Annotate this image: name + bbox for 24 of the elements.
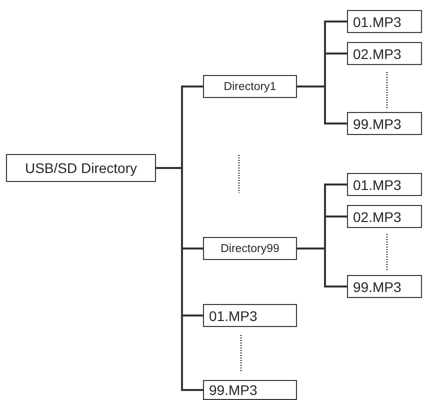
file-box <box>347 10 422 33</box>
node-label: 99.MP3 <box>353 278 402 294</box>
node-label: 99.MP3 <box>353 116 402 132</box>
file-box <box>347 112 422 135</box>
node-label: 02.MP3 <box>353 208 402 224</box>
connector-line <box>156 167 203 391</box>
node-label: 02.MP3 <box>353 46 402 62</box>
connector-line <box>297 86 347 124</box>
node-label: Directory99 <box>220 242 280 254</box>
node-label: USB/SD Directory <box>24 160 138 176</box>
node-label: 01.MP3 <box>353 14 402 30</box>
file-box <box>347 275 422 298</box>
node-label: Directory1 <box>224 80 276 92</box>
folder-box <box>6 154 156 182</box>
file-box <box>203 380 297 400</box>
node-label: 99.MP3 <box>209 382 258 398</box>
file-box <box>347 173 422 196</box>
file-box <box>347 205 422 228</box>
file-box <box>347 42 422 65</box>
file-box <box>203 304 297 327</box>
node-label: 01.MP3 <box>353 176 402 192</box>
node-label: 01.MP3 <box>209 308 258 324</box>
folder-box <box>203 237 297 260</box>
folder-box <box>203 75 297 98</box>
